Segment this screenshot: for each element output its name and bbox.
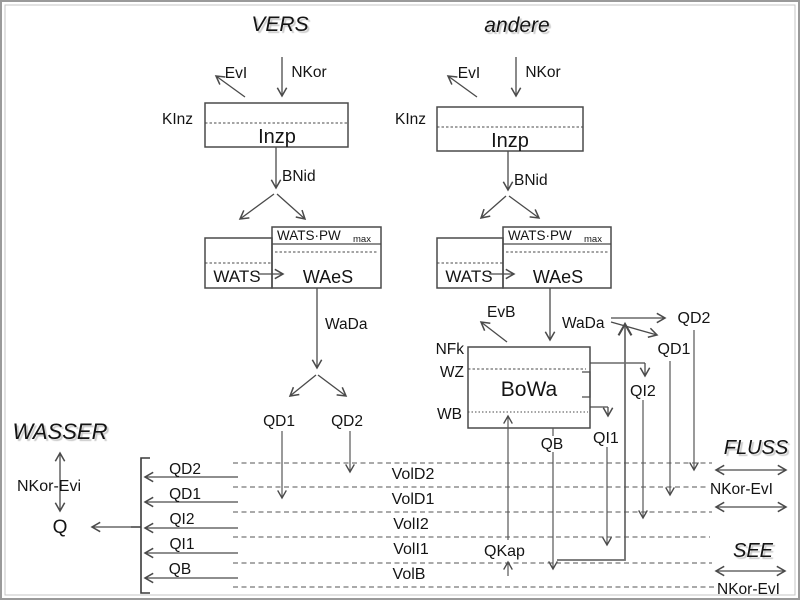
qi2-channel-label: QI2 [170,511,195,528]
qb-channel-label: QB [169,561,191,578]
nkor-label-right: NKor [525,64,560,81]
qkap-label: QKap [484,543,525,560]
wada-split-left-a [288,374,317,397]
watspw-sub-left: max [353,234,371,245]
waes-label-right: WAeS [533,267,583,287]
vold2-label: VolD2 [392,466,435,483]
inzp-label-right: Inzp [491,130,529,152]
wada-label-left: WaDa [325,316,368,333]
qd1-label-right: QD1 [658,341,691,358]
section-titles: VERS andere WASSER FLUSS SEE [13,13,789,562]
wz-label: WZ [440,364,464,381]
runoff-channels: VolD2 VolD1 VolI2 VolI1 VolB QD2 QD1 QI2… [143,461,714,588]
nkor-evi-label-wasser: NKor-Evi [17,478,81,495]
watspw-sub-right: max [584,234,602,245]
title-see: SEE [733,540,774,562]
watspw-label-right: WATS·PW [508,228,572,243]
qd2-label-left: QD2 [331,413,363,430]
evi-arrow-left [214,75,246,98]
kinz-label-right: KInz [395,111,426,128]
bnid-split-right-a [479,195,507,220]
voli2-label: VolI2 [393,516,429,533]
wada-split-left-b [317,374,348,397]
bowa-right-bracket [582,371,591,398]
qi1-label: QI1 [593,430,619,447]
bnid-label-right: BNid [514,172,548,189]
voli1-label: VolI1 [393,541,429,558]
channel-vol-labels: VolD2 VolD1 VolI2 VolI1 VolB [392,466,435,583]
nkor-evi-label-fluss: NKor-EvI [710,481,773,498]
nkor-label-left: NKor [291,64,326,81]
qb-label: QB [541,436,563,453]
bnid-split-left-b [276,193,307,221]
watspw-label-left: WATS·PW [277,228,341,243]
evi-label-left: EvI [225,65,247,82]
bnid-label-left: BNid [282,168,316,185]
andere-labels: EvI NKor KInz Inzp BNid WATS WATS·PW max… [395,64,711,560]
bowa-label: BoWa [501,378,558,401]
bnid-split-left-a [238,193,275,220]
sum-bracket [131,457,150,594]
qi1-channel-label: QI1 [170,536,195,553]
evb-label: EvB [487,304,515,321]
fluss-see-section: NKor-EvI NKor-EvI [710,464,788,598]
title-fluss: FLUSS [724,437,789,459]
wada-label-right: WaDa [562,315,605,332]
qd1-channel-label: QD1 [169,486,201,503]
inzp-label-left: Inzp [258,126,296,148]
q-label: Q [53,517,68,538]
wb-label: WB [437,406,462,423]
channel-boundary-lines [233,462,714,588]
waes-label-left: WAeS [303,267,353,287]
wats-label-left: WATS [213,267,260,286]
kinz-label-left: KInz [162,111,193,128]
qd1-label-left: QD1 [263,413,295,430]
channel-outflow-arrows [143,471,238,584]
waes-box-left [271,226,382,289]
volb-label: VolB [393,566,426,583]
qd2-label-right: QD2 [678,310,711,327]
title-vers: VERS [251,13,308,36]
waes-box-right [502,226,612,289]
title-wasser: WASSER [13,419,108,444]
vers-labels: EvI NKor KInz Inzp BNid WATS WATS·PW max… [162,64,371,430]
qd1-branch-arrow [610,321,659,339]
vold1-label: VolD1 [392,491,435,508]
channel-q-labels: QD2 QD1 QI2 QI1 QB [169,461,201,578]
evb-arrow [479,321,508,343]
bnid-split-right-b [508,195,541,219]
inzp-box-right [436,106,584,152]
nfk-label: NFk [436,341,465,358]
wats-label-right: WATS [445,267,492,286]
qb-label-bg [539,436,566,452]
nkor-evi-label-see: NKor-EvI [717,581,780,598]
wasser-section: NKor-Evi Q [17,451,150,594]
qd2-channel-label: QD2 [169,461,201,478]
evi-arrow-right [446,75,478,98]
feedback-line [557,321,633,561]
andere-column [436,57,699,576]
title-andere: andere [484,14,549,37]
evi-label-right: EvI [458,65,480,82]
qi2-label: QI2 [630,383,656,400]
vers-column [204,57,382,500]
